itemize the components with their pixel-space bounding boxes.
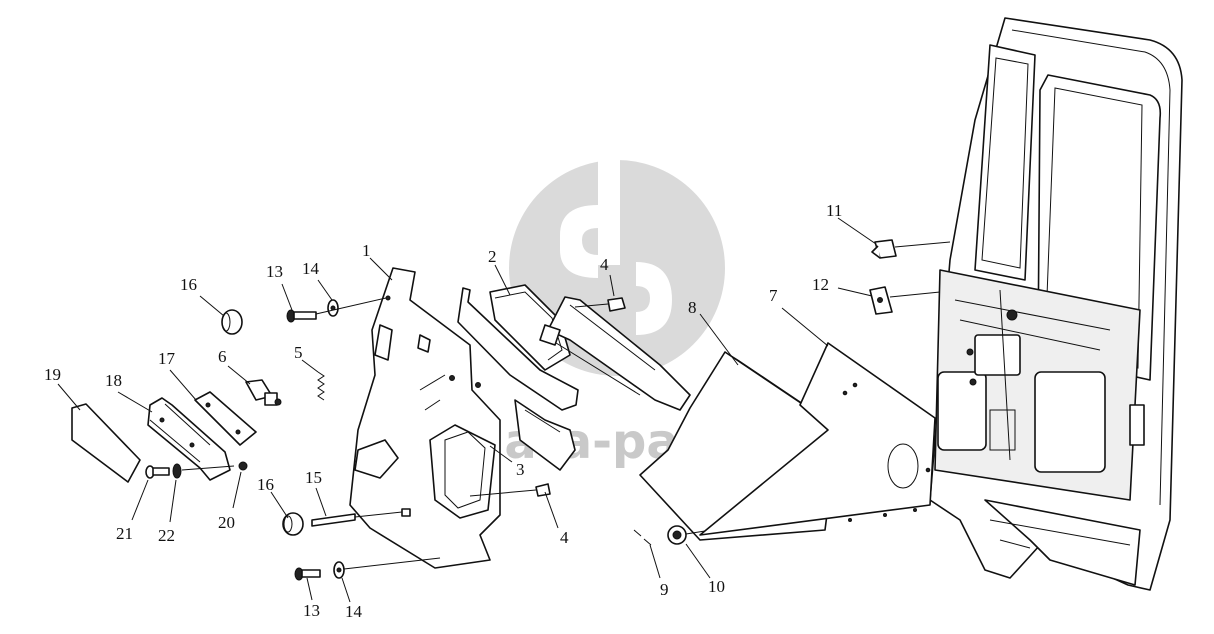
- part-20-nut: [238, 461, 248, 471]
- callout-20: 20: [218, 513, 235, 532]
- callout-17: 17: [158, 349, 176, 368]
- leader-lines: [57, 217, 877, 603]
- part-19-strip: [71, 403, 141, 483]
- callout-14-upper: 14: [302, 259, 320, 278]
- callout-2: 2: [488, 247, 497, 266]
- callout-15: 15: [305, 468, 322, 487]
- callout-14-lower: 14: [345, 602, 363, 621]
- part-22-washer: [172, 463, 235, 479]
- callout-16-upper: 16: [180, 275, 197, 294]
- door-panel-7: [699, 342, 936, 536]
- callout-1: 1: [362, 241, 371, 260]
- trim-part-3: [539, 296, 691, 411]
- part-16-cap-lower: [282, 512, 304, 536]
- part-10-grommet: [667, 525, 706, 545]
- part-13-14-upper: [286, 295, 391, 323]
- callout-5: 5: [294, 343, 303, 362]
- callout-13-lower: 13: [303, 601, 320, 620]
- door-frame: [929, 17, 1183, 591]
- part-17-plate: [194, 391, 257, 446]
- part-4-lower: [469, 483, 551, 497]
- part-5-spring: [317, 371, 325, 401]
- part-6-switch: [245, 379, 282, 406]
- part-15-bolt: [311, 508, 411, 527]
- part-11-clip: [871, 239, 951, 259]
- callout-4-lower: 4: [560, 528, 569, 547]
- part-9-pin: [633, 529, 652, 546]
- callout-13-upper: 13: [266, 262, 283, 281]
- part-12-clip: [869, 286, 941, 315]
- callout-8: 8: [688, 298, 697, 317]
- callout-18: 18: [105, 371, 122, 390]
- callout-labels: 1 2 3 4 4 5 6 7 8 9 10 11 12 13 13 14 14…: [44, 201, 842, 621]
- callout-16-lower: 16: [257, 475, 274, 494]
- callout-6: 6: [218, 347, 227, 366]
- callout-10: 10: [708, 577, 725, 596]
- part-16-cap-upper: [221, 309, 243, 335]
- callout-19: 19: [44, 365, 61, 384]
- callout-22: 22: [158, 526, 175, 545]
- callout-9: 9: [660, 580, 669, 599]
- callout-12: 12: [812, 275, 829, 294]
- callout-4-upper: 4: [600, 255, 609, 274]
- trim-part-2: [457, 284, 579, 471]
- part-21-screw: [145, 465, 170, 479]
- callout-3: 3: [516, 460, 525, 479]
- part-13-14-lower: [294, 557, 441, 581]
- part-18-bracket: [147, 397, 231, 481]
- callout-7: 7: [769, 286, 778, 305]
- callout-11: 11: [826, 201, 842, 220]
- callout-21: 21: [116, 524, 133, 543]
- part-4-upper: [574, 297, 626, 312]
